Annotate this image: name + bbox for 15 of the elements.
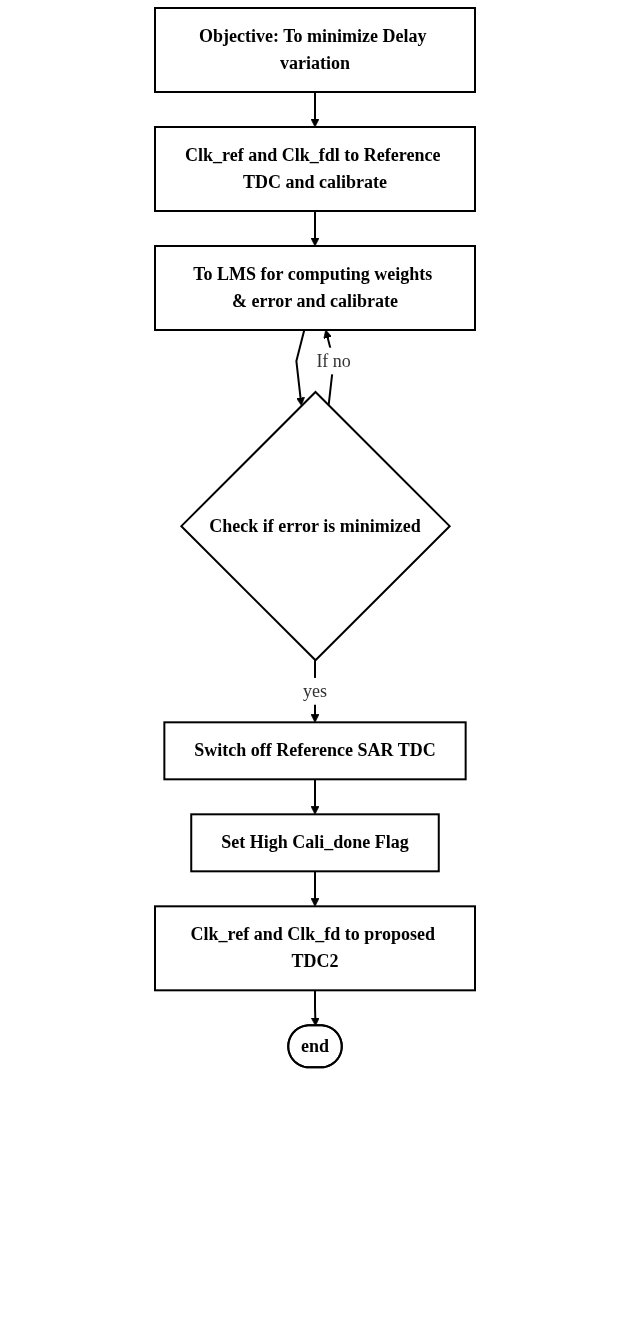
node-box: Clk_ref and Clk_fd to proposed TDC2 — [154, 905, 476, 992]
node-box: Set High Cali_done Flag — [190, 813, 440, 873]
arrow — [310, 210, 320, 247]
arrow — [310, 778, 320, 815]
node-box: Objective: To minimize Delay variation — [154, 7, 476, 93]
node-box: Clk_ref and Clk_fdl to Reference TDC and calibrate — [154, 126, 476, 212]
node-box: Switch off Reference SAR TDC — [163, 721, 467, 781]
arrow — [310, 989, 320, 1027]
node-diamond: Check if error is minimized — [179, 390, 452, 662]
node-box: To LMS for computing weights & error and calibrate — [154, 245, 476, 331]
arrow — [310, 91, 320, 128]
arrow — [310, 870, 320, 907]
arrow — [295, 329, 306, 406]
edge-label: yes — [303, 680, 327, 701]
edge-label: If no — [316, 350, 351, 371]
